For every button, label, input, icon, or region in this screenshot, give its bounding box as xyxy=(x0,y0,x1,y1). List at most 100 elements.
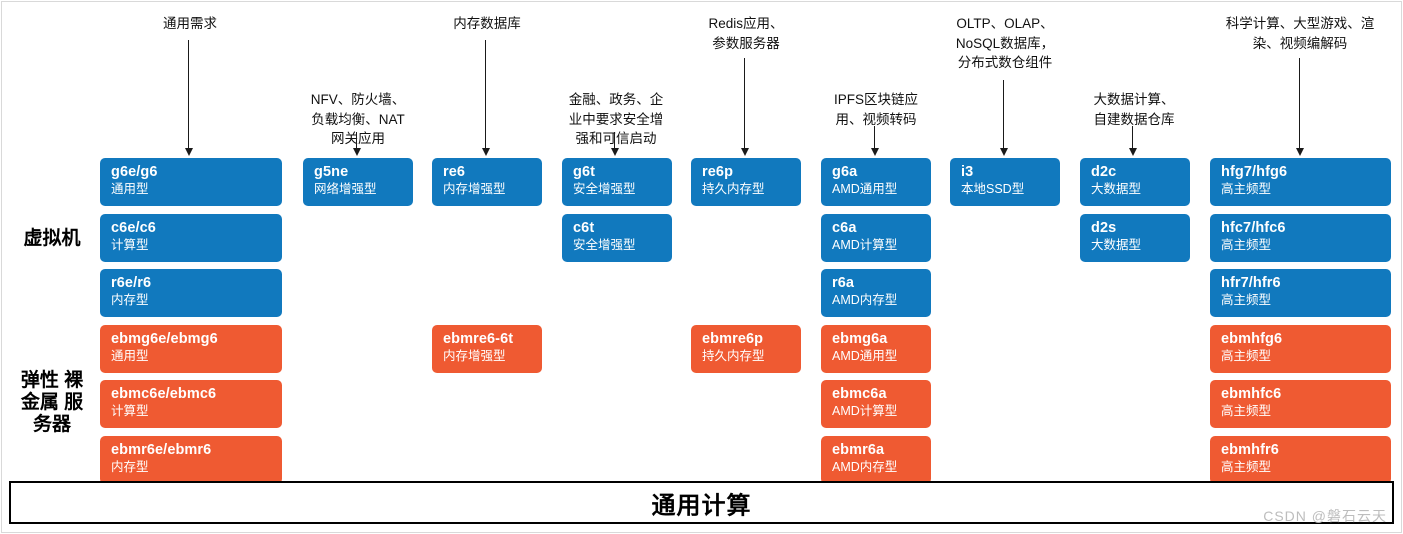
instance-box-hfc7-hfc6[interactable]: hfc7/hfc6 高主频型 xyxy=(1210,214,1391,262)
arrow-shaft xyxy=(614,132,616,148)
arrow-head xyxy=(740,148,749,156)
instance-code: re6 xyxy=(443,164,466,180)
instance-code: ebmr6a xyxy=(832,442,885,458)
instance-kind: AMD计算型 xyxy=(832,238,898,253)
instance-kind: 网络增强型 xyxy=(314,182,377,197)
caption-ipfs-blockchain: IPFS区块链应 用、视频转码 xyxy=(833,92,918,127)
arrow-down-icon xyxy=(351,132,363,156)
arrow-head xyxy=(999,148,1008,156)
arrow-head xyxy=(1295,148,1304,156)
instance-box-re6[interactable]: re6 内存增强型 xyxy=(432,158,542,206)
arrow-shaft xyxy=(1299,58,1301,148)
instance-code: re6p xyxy=(702,164,734,180)
arrow-down-icon xyxy=(739,58,751,156)
instance-kind: AMD计算型 xyxy=(832,404,898,419)
instance-box-ebmc6e-ebmc6[interactable]: ebmc6e/ebmc6 计算型 xyxy=(100,380,282,428)
arrow-shaft xyxy=(874,126,876,148)
arrow-head xyxy=(1128,148,1137,156)
arrow-shaft xyxy=(485,40,487,148)
arrow-head xyxy=(870,148,879,156)
instance-code: c6t xyxy=(573,220,595,236)
instance-code: r6a xyxy=(832,275,855,291)
instance-code: g6a xyxy=(832,164,858,180)
instance-kind: 高主频型 xyxy=(1221,238,1272,253)
arrow-shaft xyxy=(1003,80,1005,148)
banner-title: 通用计算 xyxy=(651,492,752,519)
instance-code: g5ne xyxy=(314,164,349,180)
instance-code: ebmc6a xyxy=(832,386,887,402)
arrow-down-icon xyxy=(1294,58,1306,156)
instance-code: r6e/r6 xyxy=(111,275,152,291)
caption-general-demand: 通用需求 xyxy=(163,16,217,31)
instance-kind: 通用型 xyxy=(111,349,149,364)
instance-kind: 持久内存型 xyxy=(702,182,765,197)
caption-redis-parameter-server: Redis应用、 参数服务器 xyxy=(708,16,784,51)
arrow-shaft xyxy=(356,132,358,148)
arrow-head xyxy=(481,148,490,156)
instance-box-re6p[interactable]: re6p 持久内存型 xyxy=(691,158,801,206)
instance-kind: 内存增强型 xyxy=(443,182,506,197)
arrow-head xyxy=(352,148,361,156)
instance-code: i3 xyxy=(961,164,974,180)
instance-box-c6t[interactable]: c6t 安全增强型 xyxy=(562,214,672,262)
instance-kind: 内存型 xyxy=(111,293,149,308)
instance-kind: 高主频型 xyxy=(1221,293,1272,308)
instance-kind: 持久内存型 xyxy=(702,349,765,364)
instance-box-g5ne[interactable]: g5ne 网络增强型 xyxy=(303,158,413,206)
instance-code: ebmhfr6 xyxy=(1221,442,1279,458)
instance-box-i3[interactable]: i3 本地SSD型 xyxy=(950,158,1060,206)
row-label-elastic-bare-metal-server: 弹性 裸金属 服务器 xyxy=(20,370,84,435)
instance-box-hfr7-hfr6[interactable]: hfr7/hfr6 高主频型 xyxy=(1210,269,1391,317)
row-label-virtual-machine: 虚拟机 xyxy=(23,228,81,249)
instance-kind: 计算型 xyxy=(111,404,149,419)
instance-code: ebmhfg6 xyxy=(1221,331,1283,347)
instance-code: hfc7/hfc6 xyxy=(1221,220,1286,236)
arrow-down-icon xyxy=(609,132,621,156)
instance-kind: AMD通用型 xyxy=(832,182,898,197)
instance-code: hfr7/hfr6 xyxy=(1221,275,1281,291)
arrow-down-icon xyxy=(480,40,492,156)
instance-kind: 安全增强型 xyxy=(573,182,636,197)
instance-code: d2s xyxy=(1091,220,1117,236)
arrow-head xyxy=(610,148,619,156)
arrow-head xyxy=(184,148,193,156)
instance-kind: AMD内存型 xyxy=(832,293,898,308)
instance-kind: 计算型 xyxy=(111,238,149,253)
instance-code: ebmc6e/ebmc6 xyxy=(111,386,217,402)
bottom-banner: 通用计算 xyxy=(9,481,1394,524)
instance-kind: AMD内存型 xyxy=(832,460,898,475)
instance-kind: 安全增强型 xyxy=(573,238,636,253)
instance-kind: 高主频型 xyxy=(1221,460,1272,475)
instance-box-ebmhfr6[interactable]: ebmhfr6 高主频型 xyxy=(1210,436,1391,484)
caption-scientific-gaming: 科学计算、大型游戏、渲 染、视频编解码 xyxy=(1225,16,1375,51)
instance-kind: 高主频型 xyxy=(1221,182,1272,197)
caption-bigdata-warehouse: 大数据计算、 自建数据仓库 xyxy=(1093,92,1175,127)
instance-code: ebmg6a xyxy=(832,331,888,347)
arrow-shaft xyxy=(188,40,190,148)
arrow-down-icon xyxy=(183,40,195,156)
instance-kind: 内存增强型 xyxy=(443,349,506,364)
instance-box-r6e-r6[interactable]: r6e/r6 内存型 xyxy=(100,269,282,317)
caption-finance-government: 金融、政务、企 业中要求安全增 强和可信启动 xyxy=(568,92,664,147)
instance-kind: 大数据型 xyxy=(1091,182,1142,197)
instance-kind: 本地SSD型 xyxy=(961,182,1025,197)
